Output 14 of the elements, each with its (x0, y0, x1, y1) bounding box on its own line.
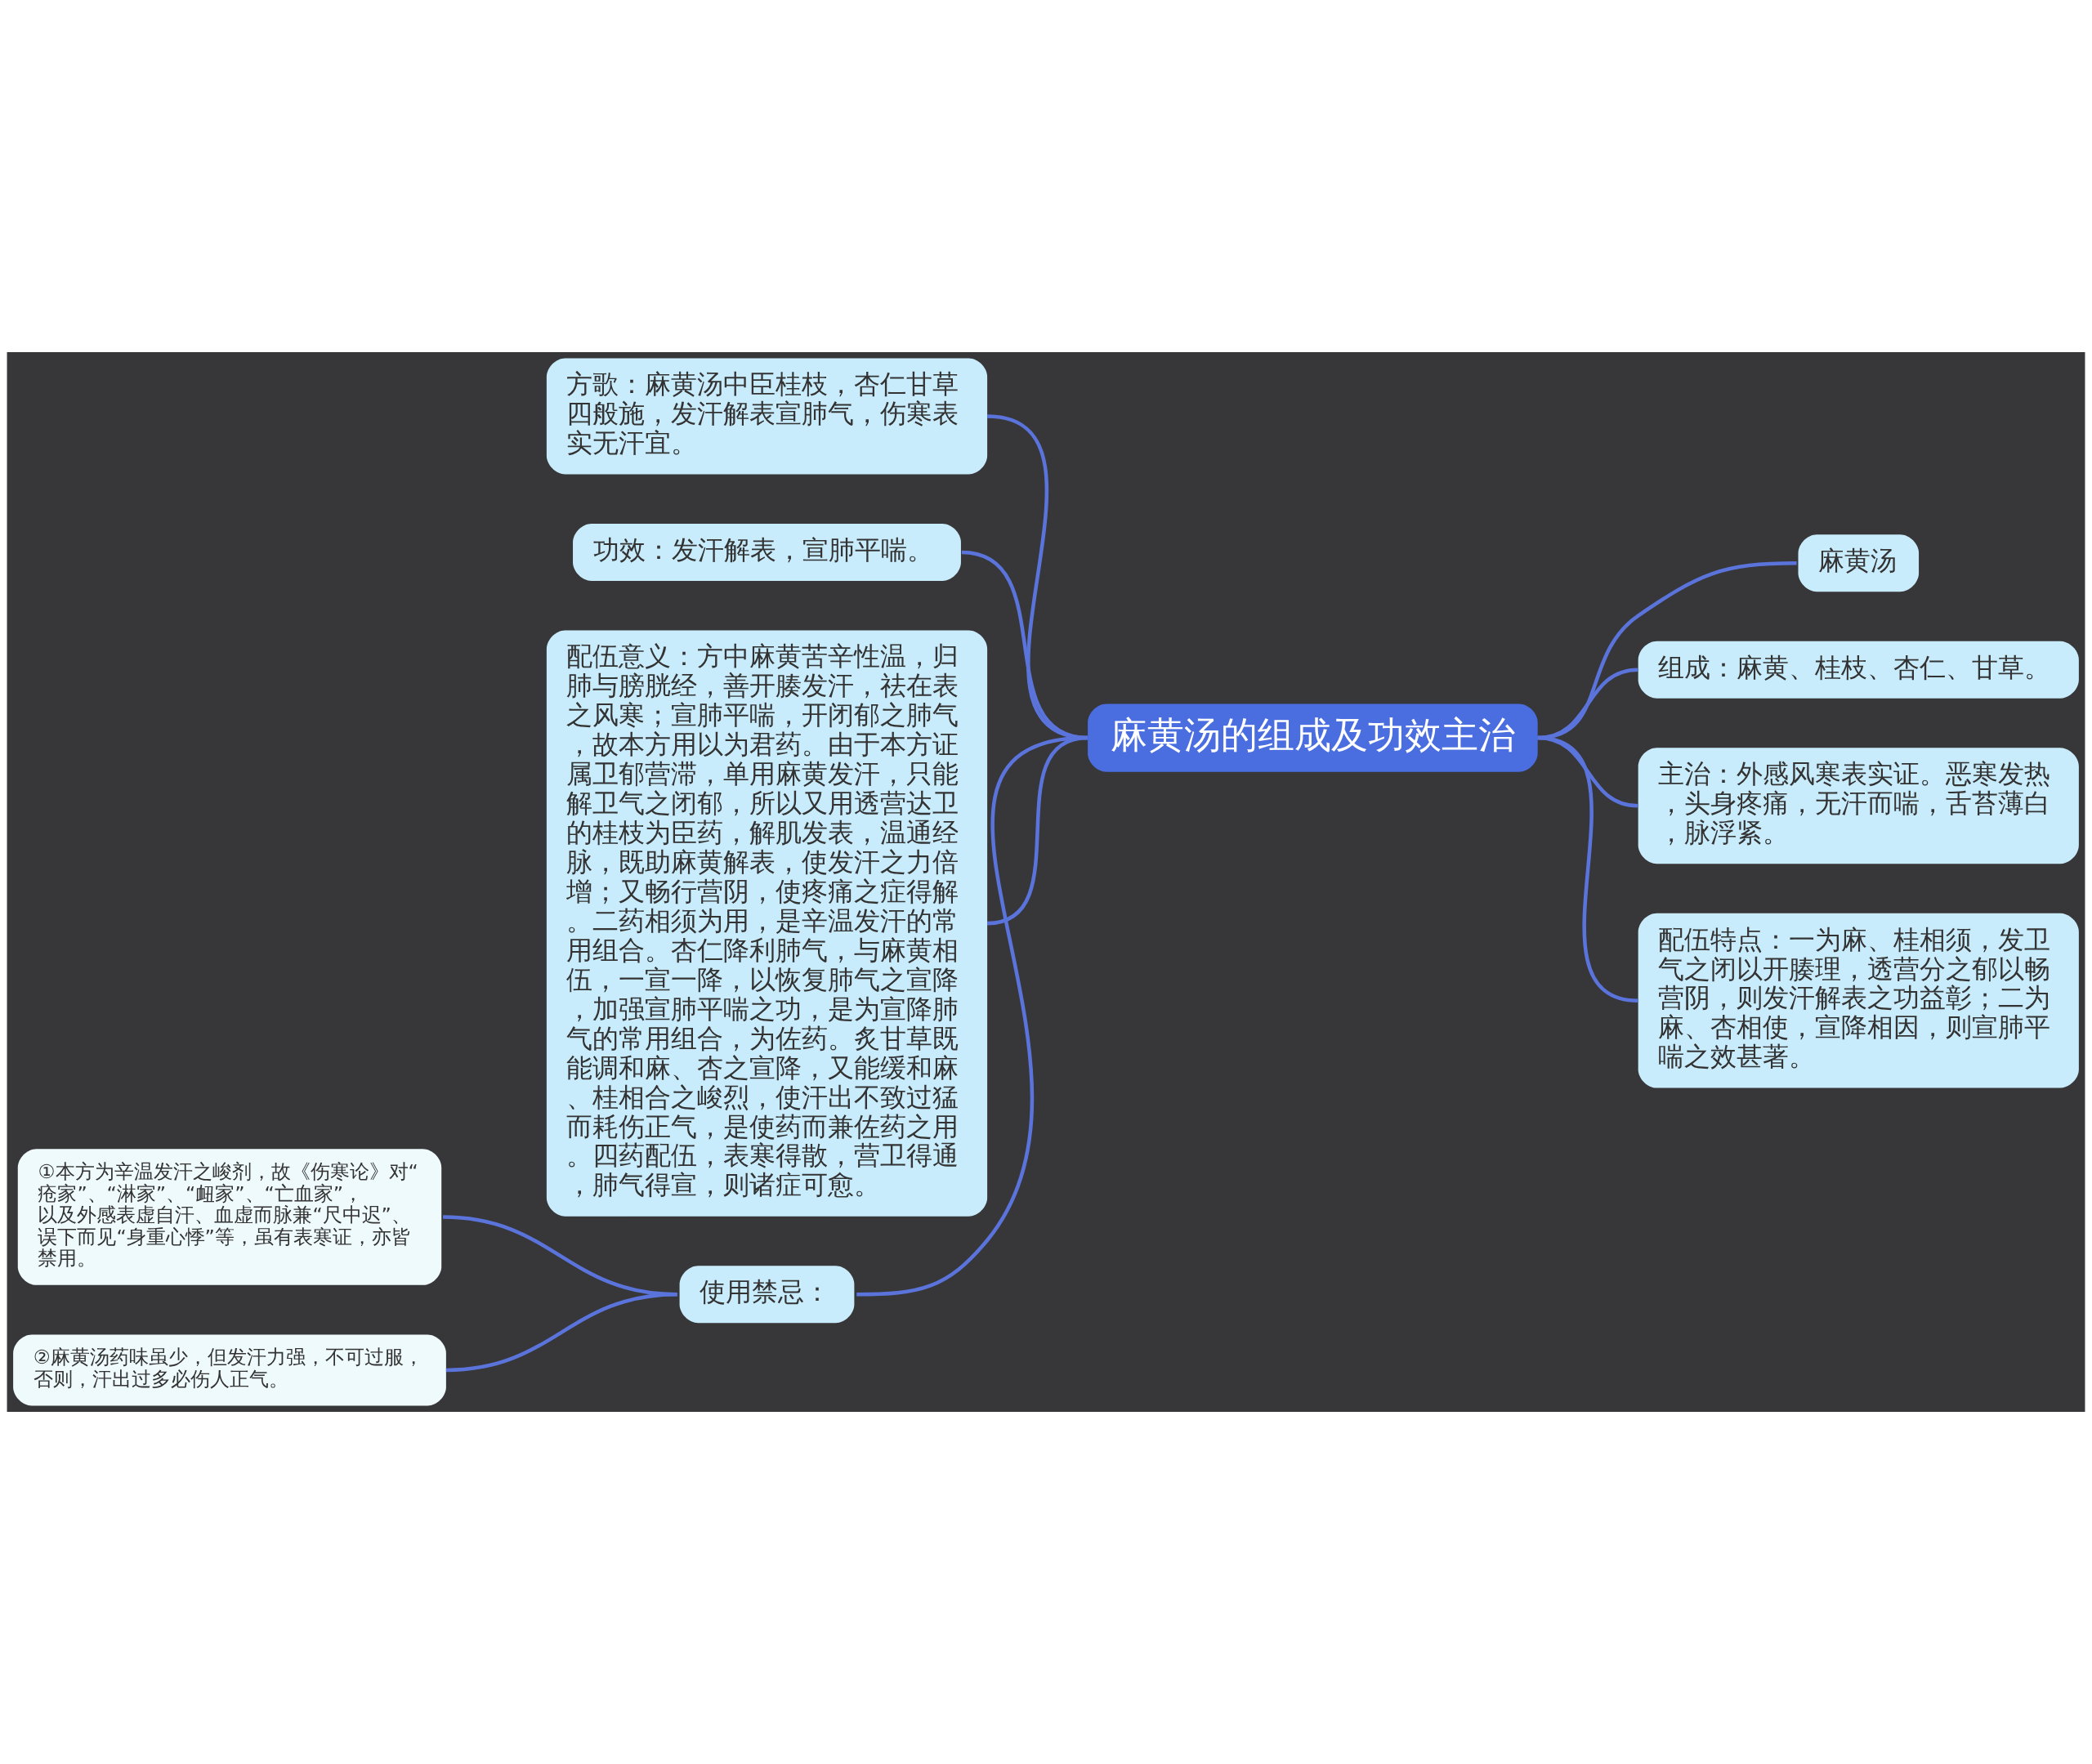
connector (856, 735, 1088, 1297)
node-box: 配伍特点：一为麻、桂相须，发卫气之闭以开腠理，透营分之郁以畅营阴，则发汗解表之功益彰；二为麻、杏相使，宣降相因，则宣肺平喘之效甚著。 (1638, 913, 2079, 1088)
node-box: ②麻黄汤药味虽少，但发汗力强，不可过服，否则，汗出过多必伤人正气。 (13, 1334, 446, 1406)
node-box: 方歌：麻黄汤中臣桂枝，杏仁甘草四般施，发汗解表宣肺气，伤寒表实无汗宜。 (546, 358, 988, 475)
node-box: 配伍意义：方中麻黄苦辛性温，归肺与膀胱经，善开腠发汗，祛在表之风寒；宣肺平喘，开闭郁之肺气，故本方用以为君药。由于本方证属卫郁营滞，单用麻黄发汗，只能解卫气之闭郁，所以又用透营达卫的桂枝为臣药，解肌发表，温通经脉，既助麻黄解表，使发汗之力倍增；又畅行营阴，使疼痛之症得解。二药相须为用，是辛温发汗的常用组合。杏仁降利肺气，与麻黄相伍，一宣一降，以恢复肺气之宣降，加强宣肺平喘之功，是为宣降肺气的常用组合，为佐药。炙甘草既能调和麻、杏之宣降，又能缓和麻、桂相合之峻烈，使汗出不致过猛而耗伤正气，是使药而兼佐药之用。四药配伍，表寒得散，营卫得通，肺气得宣，则诸症可愈。 (546, 630, 988, 1217)
node-box: ①本方为辛温发汗之峻剂，故《伤寒论》对“疮家”、“淋家”、“衄家”、“亡血家”，以及外感表虚自汗、血虚而脉兼“尺中迟”、误下而见“身重心悸”等，虽有表寒证，亦皆禁用。 (17, 1149, 442, 1285)
connector (445, 1292, 677, 1373)
node-box: 功效：发汗解表，宣肺平喘。 (573, 524, 961, 581)
node-box: 麻黄汤的组成及功效主治 (1088, 703, 1538, 772)
connector (1537, 735, 1639, 1003)
node-box: 麻黄汤 (1798, 534, 1920, 592)
node-box: 组成：麻黄、桂枝、杏仁、甘草。 (1638, 641, 2079, 699)
node-box: 主治：外感风寒表实证。恶寒发热，头身疼痛，无汗而喘，舌苔薄白，脉浮紧。 (1638, 748, 2079, 864)
node-box: 使用禁忌： (679, 1266, 855, 1324)
